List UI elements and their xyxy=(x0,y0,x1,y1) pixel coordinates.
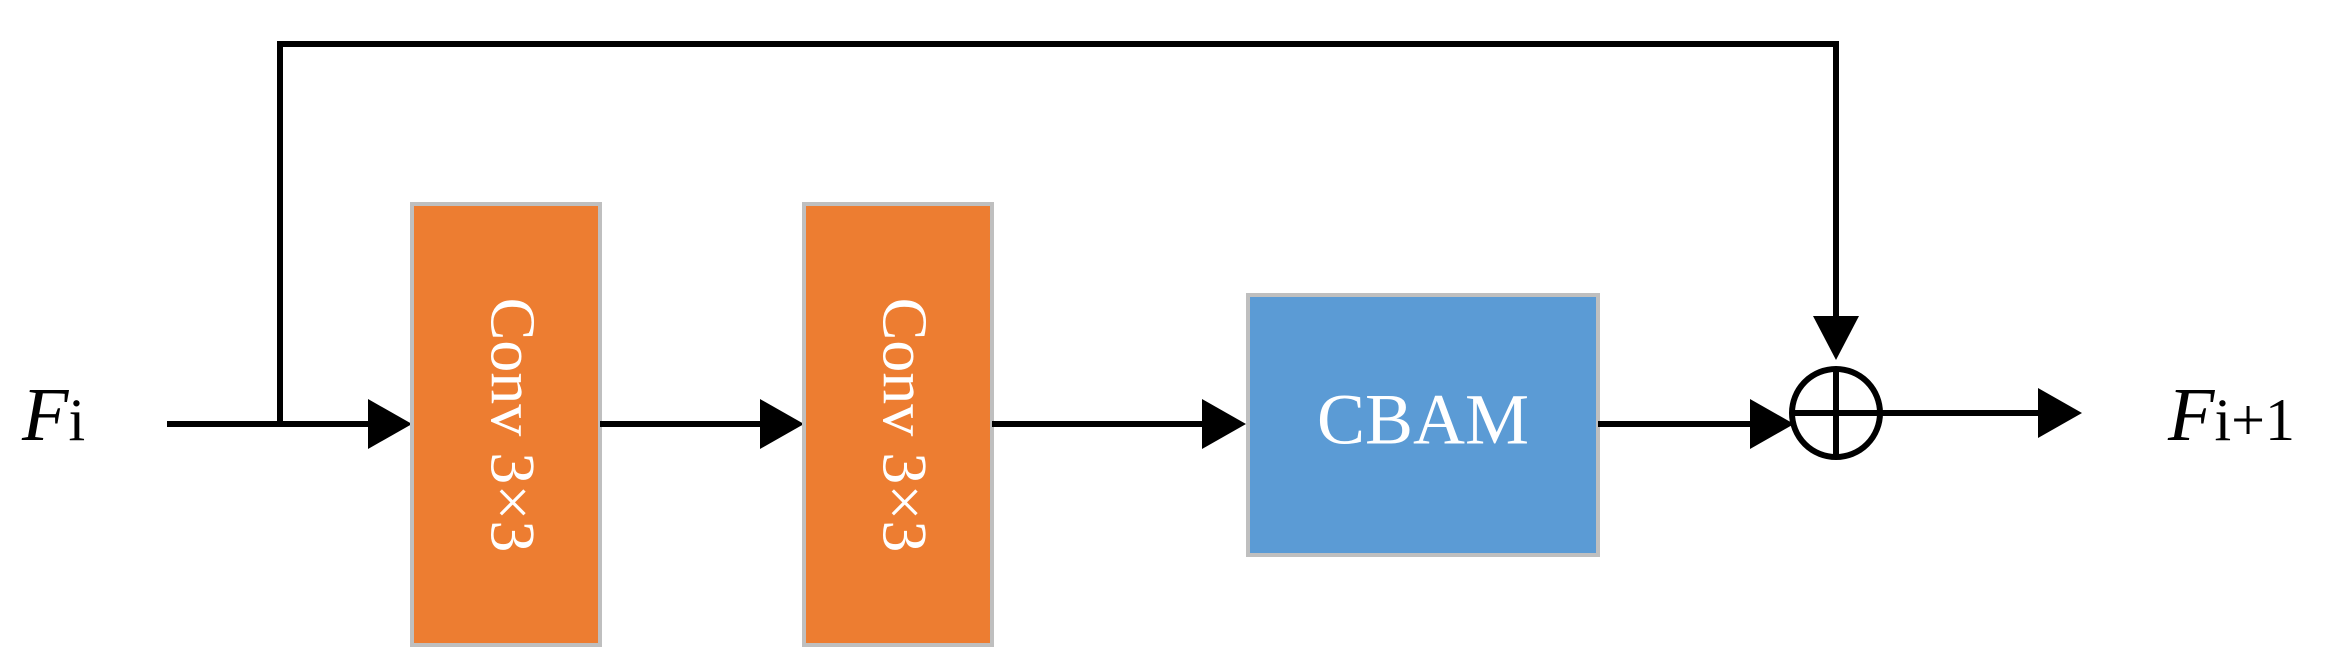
conv2-to-cbam-arrowhead xyxy=(1202,399,1246,449)
conv1-to-conv2-arrowhead xyxy=(760,399,804,449)
output-arrowhead xyxy=(2038,388,2082,438)
conv-block-1-label: Conv 3×3 xyxy=(477,298,548,553)
cbam-block-label: CBAM xyxy=(1317,380,1529,460)
output-label-subscript: i+1 xyxy=(2214,387,2295,453)
cbam-block xyxy=(1246,293,1600,557)
output-label-symbol: F xyxy=(2167,373,2216,457)
element-wise-add-icon xyxy=(1789,366,1883,460)
cbam-to-add-arrowhead xyxy=(1750,399,1794,449)
input-label-subscript: i xyxy=(68,387,85,453)
conv-block-1 xyxy=(410,202,602,647)
input-label: Fi xyxy=(21,373,85,457)
skip-connection-line xyxy=(277,41,1839,424)
conv-block-2 xyxy=(802,202,994,647)
output-label: Fi+1 xyxy=(2167,373,2295,457)
conv-block-2-label: Conv 3×3 xyxy=(869,298,940,553)
skip-arrowhead xyxy=(1813,316,1859,360)
input-label-symbol: F xyxy=(21,373,70,457)
input-arrowhead xyxy=(368,399,412,449)
